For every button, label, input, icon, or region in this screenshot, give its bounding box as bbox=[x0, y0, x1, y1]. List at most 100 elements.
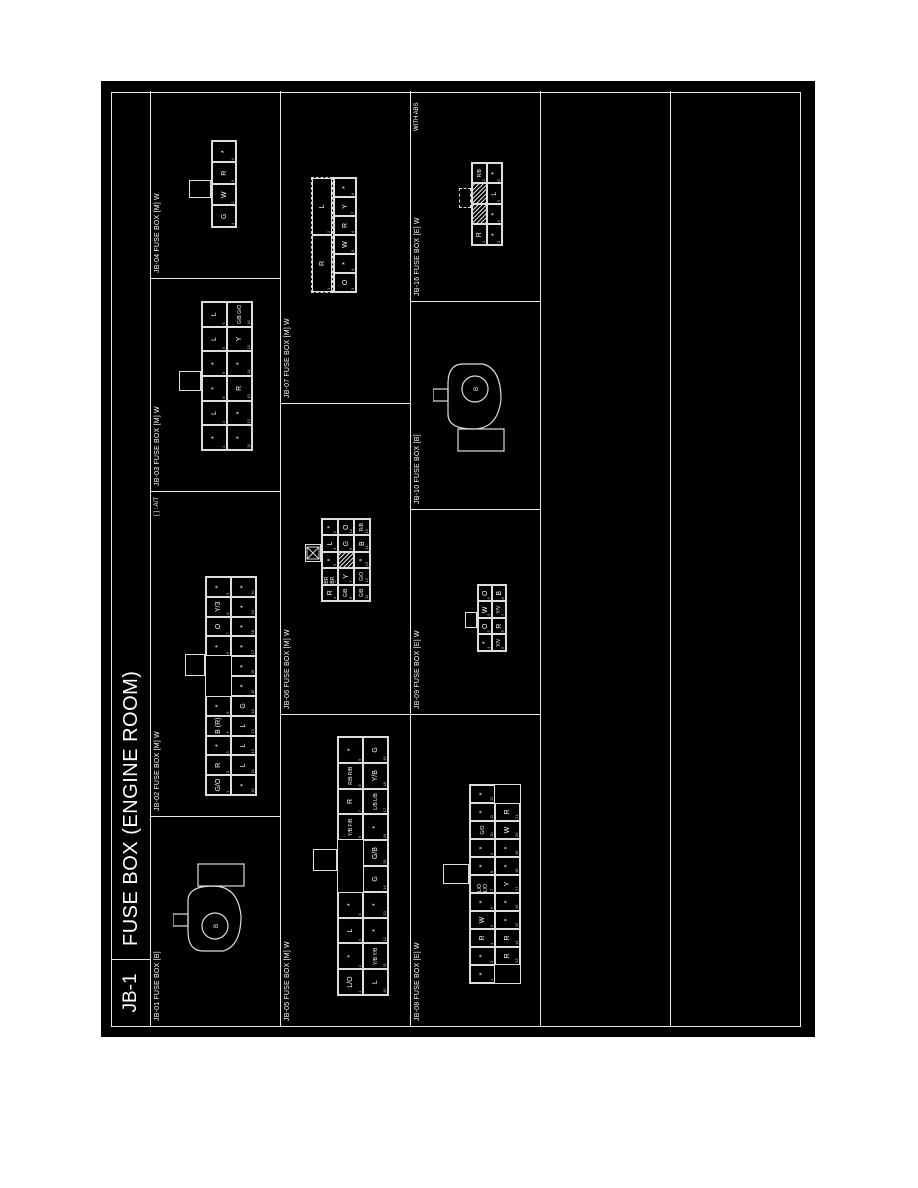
title-bar: JB-1 FUSE BOX (ENGINE ROOM) bbox=[112, 91, 151, 1026]
pin: *16 bbox=[495, 893, 520, 911]
pin: *11 bbox=[470, 803, 495, 821]
row-5-empty bbox=[671, 91, 800, 1026]
pin: *4 bbox=[338, 891, 363, 918]
pin: *9 bbox=[206, 577, 231, 597]
pin: *8 bbox=[206, 695, 231, 716]
pin: *3 bbox=[322, 551, 338, 569]
connector-latch bbox=[443, 864, 469, 884]
pin: *16 bbox=[363, 814, 388, 841]
connector-label: JB-02 FUSE BOX [M] W bbox=[154, 731, 161, 811]
pin: *20 bbox=[231, 577, 256, 597]
bolt-terminal-icon: B bbox=[433, 363, 505, 452]
pin: *8 bbox=[470, 857, 495, 875]
pin: *3 bbox=[470, 947, 495, 965]
pin: *4 bbox=[212, 141, 236, 163]
bolt-terminal-icon: B bbox=[173, 863, 245, 952]
pin: *14 bbox=[227, 351, 252, 377]
connector-latch bbox=[189, 180, 211, 198]
pin: *1 bbox=[470, 965, 495, 983]
pin: *6 bbox=[470, 893, 495, 911]
connector-label: JB-06 FUSE BOX [M] W bbox=[284, 629, 291, 709]
connector-latch bbox=[313, 849, 337, 871]
page-code: JB-1 bbox=[112, 959, 150, 1026]
lock-x-icon bbox=[306, 546, 320, 560]
pin-blank bbox=[495, 785, 520, 803]
pin: B (R)6 bbox=[206, 715, 231, 736]
pin: *18 bbox=[495, 857, 520, 875]
pin: *9 bbox=[338, 737, 363, 763]
cell-jb-01: JB-01 FUSE BOX [B] B bbox=[151, 816, 281, 1026]
connector-latch bbox=[179, 371, 201, 391]
connector-label: JB-16 FUSE BOX [E] W bbox=[414, 217, 421, 296]
pin: *19 bbox=[495, 839, 520, 857]
row-1: JB-01 FUSE BOX [B] B JB-02 FUSE BOX [M] … bbox=[151, 91, 281, 1026]
pin: *10 bbox=[231, 775, 256, 795]
pin-blank bbox=[338, 866, 363, 892]
pin: *6 bbox=[487, 163, 502, 184]
pin-blank bbox=[495, 965, 520, 983]
page-title: FUSE BOX (ENGINE ROOM) bbox=[120, 670, 142, 946]
pin: *17 bbox=[231, 636, 256, 657]
pin-hatched bbox=[472, 183, 487, 204]
pin: *12 bbox=[470, 785, 495, 803]
pin: *15 bbox=[495, 911, 520, 929]
pin: *2 bbox=[338, 943, 363, 970]
pin: *18 bbox=[231, 616, 256, 637]
row-4-empty bbox=[541, 91, 671, 1026]
pin: *8 bbox=[202, 376, 227, 401]
pin: *4 bbox=[487, 204, 502, 225]
pin: *1 bbox=[202, 425, 227, 450]
pin: *16 bbox=[231, 656, 256, 677]
pin: *12 bbox=[363, 917, 388, 944]
pin: *9 bbox=[206, 636, 231, 657]
pin: *13 bbox=[363, 891, 388, 918]
pin: *5 bbox=[206, 735, 231, 756]
connector-label: JB-05 FUSE BOX [M] W bbox=[284, 941, 291, 1021]
